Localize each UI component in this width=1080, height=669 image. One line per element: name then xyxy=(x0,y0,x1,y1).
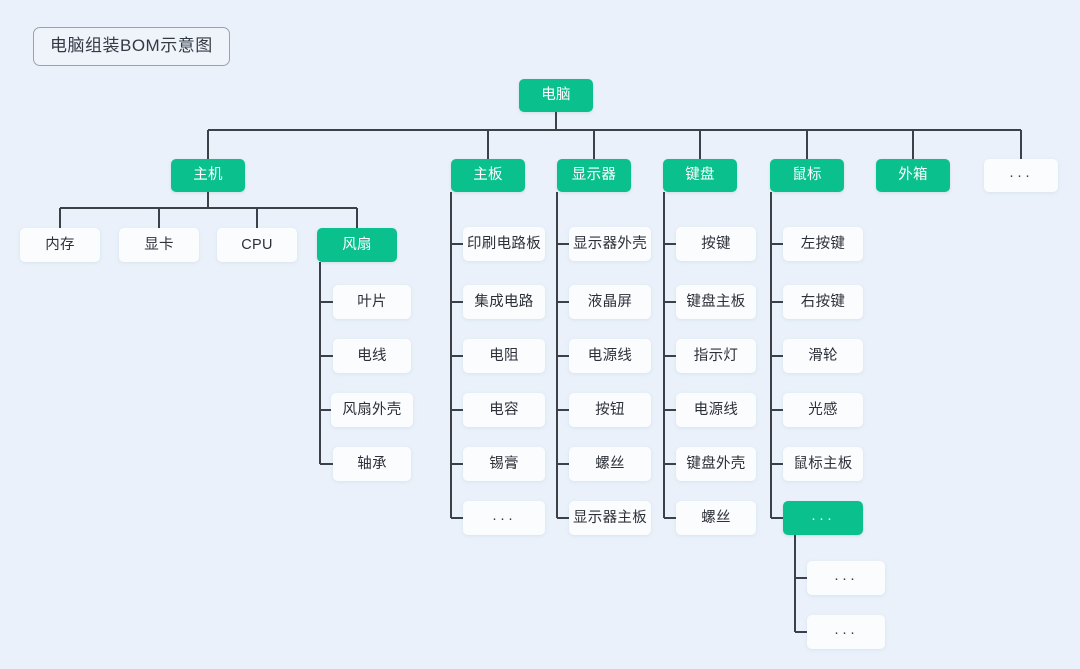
node-pcb[interactable]: 印刷电路板 xyxy=(463,227,545,261)
node-monitor-mainboard[interactable]: 显示器主板 xyxy=(569,501,651,535)
node-fan-wire[interactable]: 电线 xyxy=(333,339,411,373)
node-mouse-mainboard[interactable]: 鼠标主板 xyxy=(783,447,863,481)
node-motherboard[interactable]: 主板 xyxy=(451,159,525,192)
node-root-computer[interactable]: 电脑 xyxy=(519,79,593,112)
node-fan-blade[interactable]: 叶片 xyxy=(333,285,411,319)
node-key[interactable]: 按键 xyxy=(676,227,756,261)
node-fan[interactable]: 风扇 xyxy=(317,228,397,262)
node-scroll-wheel[interactable]: 滑轮 xyxy=(783,339,863,373)
diagram-title: 电脑组装BOM示意图 xyxy=(33,27,230,66)
node-mouse[interactable]: 鼠标 xyxy=(770,159,844,192)
node-more-mouse-child-1[interactable]: ··· xyxy=(807,561,885,595)
node-monitor-housing[interactable]: 显示器外壳 xyxy=(569,227,651,261)
node-keyboard-power-cable[interactable]: 电源线 xyxy=(676,393,756,427)
node-keyboard-mainboard[interactable]: 键盘主板 xyxy=(676,285,756,319)
node-keyboard[interactable]: 键盘 xyxy=(663,159,737,192)
node-monitor[interactable]: 显示器 xyxy=(557,159,631,192)
node-memory[interactable]: 内存 xyxy=(20,228,100,262)
node-monitor-button[interactable]: 按钮 xyxy=(569,393,651,427)
node-right-button[interactable]: 右按键 xyxy=(783,285,863,319)
node-bearing[interactable]: 轴承 xyxy=(333,447,411,481)
node-integrated-circuit[interactable]: 集成电路 xyxy=(463,285,545,319)
node-indicator-light[interactable]: 指示灯 xyxy=(676,339,756,373)
node-keyboard-screw[interactable]: 螺丝 xyxy=(676,501,756,535)
node-monitor-power-cable[interactable]: 电源线 xyxy=(569,339,651,373)
node-more-mouse-child-2[interactable]: ··· xyxy=(807,615,885,649)
node-host[interactable]: 主机 xyxy=(171,159,245,192)
node-optical-sensor[interactable]: 光感 xyxy=(783,393,863,427)
node-lcd-panel[interactable]: 液晶屏 xyxy=(569,285,651,319)
node-more-mouse[interactable]: ··· xyxy=(783,501,863,535)
node-capacitor[interactable]: 电容 xyxy=(463,393,545,427)
node-monitor-screw[interactable]: 螺丝 xyxy=(569,447,651,481)
node-more-motherboard[interactable]: ··· xyxy=(463,501,545,535)
node-solder-paste[interactable]: 锡膏 xyxy=(463,447,545,481)
node-resistor[interactable]: 电阻 xyxy=(463,339,545,373)
node-cpu[interactable]: CPU xyxy=(217,228,297,262)
node-left-button[interactable]: 左按键 xyxy=(783,227,863,261)
node-graphics-card[interactable]: 显卡 xyxy=(119,228,199,262)
node-outer-case[interactable]: 外箱 xyxy=(876,159,950,192)
node-keyboard-housing[interactable]: 键盘外壳 xyxy=(676,447,756,481)
node-fan-housing[interactable]: 风扇外壳 xyxy=(331,393,413,427)
node-more-top-level[interactable]: ··· xyxy=(984,159,1058,192)
